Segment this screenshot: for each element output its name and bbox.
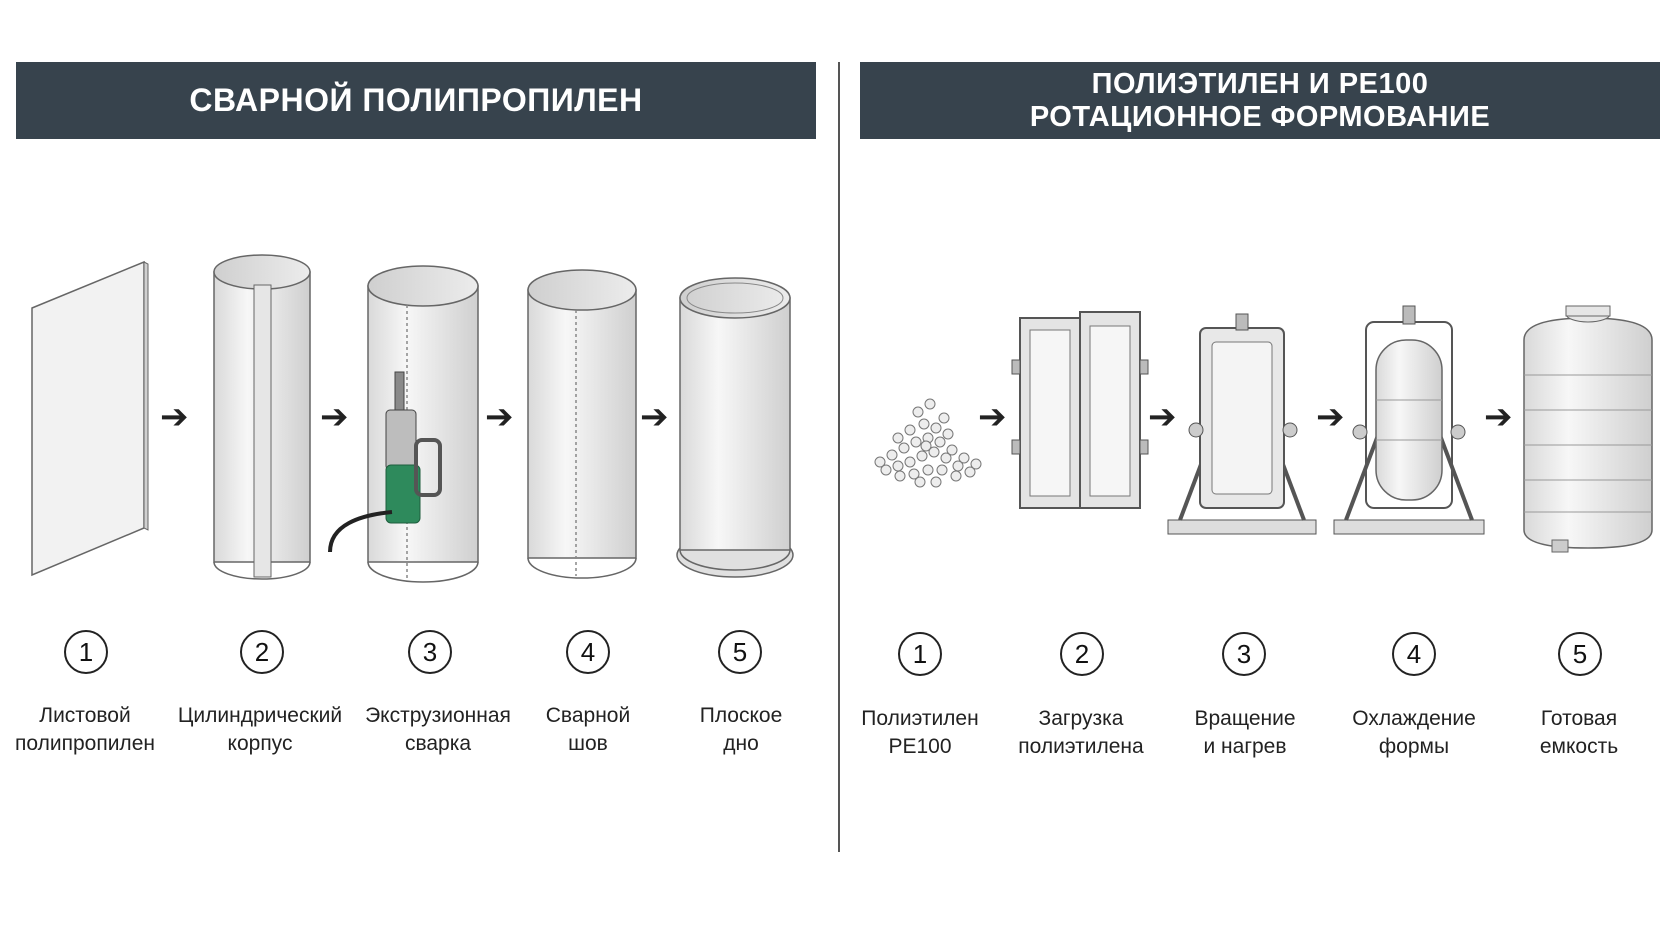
left-step-2-number: 2 <box>240 630 284 674</box>
arrow-icon: ➔ <box>1148 398 1177 436</box>
left-step-3-number: 3 <box>408 630 452 674</box>
pe-granules <box>874 398 982 488</box>
arrow-icon: ➔ <box>1484 398 1513 436</box>
right-step-3-number: 3 <box>1222 632 1266 676</box>
pe-cooling-mold <box>1333 305 1485 535</box>
pp-sheet <box>31 260 149 577</box>
right-step-4-number: 4 <box>1392 632 1436 676</box>
left-panel-title: СВАРНОЙ ПОЛИПРОПИЛЕН <box>16 62 816 139</box>
right-step-5-number: 5 <box>1558 632 1602 676</box>
left-step-5-number: 5 <box>718 630 762 674</box>
pe-open-mold <box>1011 311 1149 509</box>
right-step-1-number: 1 <box>898 632 942 676</box>
right-panel-title: ПОЛИЭТИЛЕН И PE100 РОТАЦИОННОЕ ФОРМОВАНИ… <box>860 62 1660 139</box>
pp-open-cylinder <box>213 254 311 580</box>
right-step-2-number: 2 <box>1060 632 1104 676</box>
left-step-4-number: 4 <box>566 630 610 674</box>
arrow-icon: ➔ <box>1316 398 1345 436</box>
arrow-icon: ➔ <box>640 398 669 436</box>
arrow-icon: ➔ <box>160 398 189 436</box>
right-title-line1: ПОЛИЭТИЛЕН И PE100 <box>1091 67 1429 100</box>
panel-divider <box>838 62 840 852</box>
pe-finished-tank <box>1523 305 1653 553</box>
right-title-line2: РОТАЦИОННОЕ ФОРМОВАНИЕ <box>1029 100 1491 133</box>
pp-flat-bottom-tank <box>676 277 794 578</box>
arrow-icon: ➔ <box>485 398 514 436</box>
pe-rotating-mold <box>1167 313 1317 535</box>
pp-welding-cylinder <box>328 265 479 583</box>
arrow-icon: ➔ <box>320 398 349 436</box>
pp-welded-cylinder <box>527 269 637 579</box>
left-title-text: СВАРНОЙ ПОЛИПРОПИЛЕН <box>189 82 643 118</box>
arrow-icon: ➔ <box>978 398 1007 436</box>
left-step-1-number: 1 <box>64 630 108 674</box>
